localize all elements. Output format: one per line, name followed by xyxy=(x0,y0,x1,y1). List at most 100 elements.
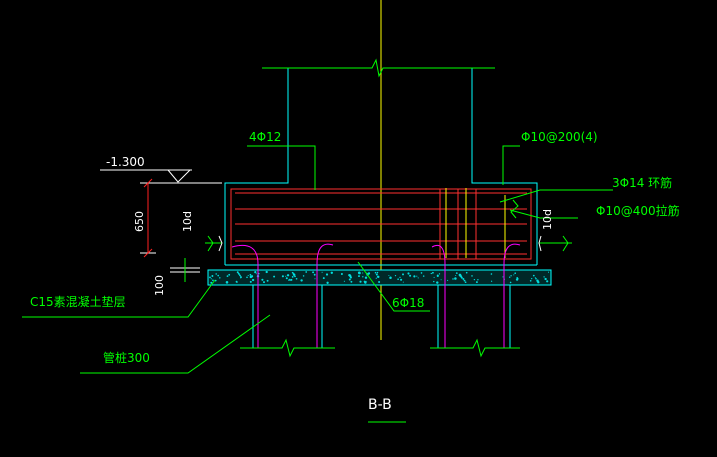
gravel-dot xyxy=(455,272,458,274)
dimension-650 xyxy=(140,178,222,258)
label-dim-cushion: 100 xyxy=(153,275,166,296)
gravel-dot xyxy=(357,271,361,275)
gravel-dot xyxy=(263,281,265,284)
gravel-dot xyxy=(246,276,248,279)
gravel-dot xyxy=(249,280,252,283)
gravel-dot xyxy=(433,280,435,283)
gravel-dot xyxy=(547,271,550,273)
gravel-dot xyxy=(417,277,419,279)
gravel-dot xyxy=(209,276,211,279)
gravel-dot xyxy=(295,277,298,280)
gravel-dot xyxy=(400,278,403,281)
label-stirrups-column: Φ10@200(4) xyxy=(521,130,598,144)
gravel-dot xyxy=(436,274,439,277)
gravel-dot xyxy=(490,280,493,282)
gravel-dot xyxy=(228,273,231,276)
gravel-dot xyxy=(322,277,325,280)
gravel-dot xyxy=(261,278,264,281)
gravel-dot xyxy=(531,277,533,280)
gravel-dot xyxy=(254,271,257,274)
gravel-dot xyxy=(286,274,289,277)
label-dim-cover-left: 10d xyxy=(181,211,194,232)
gravel-dot xyxy=(265,270,268,274)
label-dim-height: 650 xyxy=(133,211,146,232)
gravel-dot xyxy=(219,277,221,279)
gravel-dot xyxy=(313,273,316,276)
gravel-dot xyxy=(514,272,517,275)
gravel-dot xyxy=(447,279,449,281)
gravel-dot xyxy=(377,275,380,278)
gravel-dot xyxy=(515,278,519,281)
gravel-dot xyxy=(291,275,294,278)
label-dim-cover-right: 10d xyxy=(541,209,554,230)
gravel-dot xyxy=(250,275,254,278)
gravel-dot xyxy=(546,280,549,283)
gravel-dot xyxy=(266,279,269,282)
dimension-10d-left xyxy=(205,235,223,252)
label-tie-bars: Φ10@400拉筋 xyxy=(596,203,680,218)
gravel-dot xyxy=(340,272,343,276)
dimension-100 xyxy=(170,258,200,282)
gravel-dot xyxy=(534,277,536,279)
section-title: B-B xyxy=(368,397,392,413)
gravel-dot xyxy=(376,271,379,274)
gravel-dot xyxy=(249,273,252,276)
cushion-gravel xyxy=(209,270,550,284)
pile-right xyxy=(431,243,521,348)
gravel-dot xyxy=(294,275,296,278)
gravel-dot xyxy=(214,279,217,282)
gravel-dot xyxy=(375,273,378,276)
gravel-dot xyxy=(364,276,368,279)
gravel-dot xyxy=(416,275,418,277)
gravel-dot xyxy=(471,275,473,277)
gravel-dot xyxy=(288,279,290,281)
gravel-dot xyxy=(513,274,515,276)
gravel-dot xyxy=(314,278,316,280)
gravel-dot xyxy=(362,272,364,274)
gravel-dot xyxy=(460,276,463,279)
gravel-dot xyxy=(273,275,276,278)
gravel-dot xyxy=(510,275,512,277)
gravel-dot xyxy=(325,273,329,276)
gravel-dot xyxy=(433,276,435,278)
gravel-dot xyxy=(409,274,412,277)
gravel-dot xyxy=(535,277,537,280)
gravel-dot xyxy=(305,271,308,273)
gravel-dot xyxy=(236,281,238,283)
pile-left xyxy=(231,243,334,348)
gravel-dot xyxy=(464,281,467,284)
gravel-dot xyxy=(358,275,360,278)
label-cushion: C15素混凝土垫层 xyxy=(30,294,126,309)
gravel-dot xyxy=(302,275,305,277)
gravel-dot xyxy=(375,277,377,279)
gravel-dot xyxy=(452,278,454,280)
gravel-dot xyxy=(454,277,457,280)
label-column-bars: 4Φ12 xyxy=(249,130,281,144)
gravel-dot xyxy=(529,279,532,282)
gravel-dot xyxy=(473,278,476,281)
rebar-cage xyxy=(230,188,532,260)
gravel-dot xyxy=(402,281,404,283)
gravel-dot xyxy=(240,276,242,278)
gravel-dot xyxy=(509,281,512,284)
gravel-dot xyxy=(502,276,504,278)
gravel-dot xyxy=(397,278,399,281)
gravel-dot xyxy=(225,281,229,284)
gravel-dot xyxy=(477,279,479,281)
gravel-dot xyxy=(285,275,287,277)
gravel-dot xyxy=(378,280,381,284)
gravel-dot xyxy=(326,281,329,284)
gravel-dot xyxy=(536,279,539,283)
gravel-dot xyxy=(292,273,296,276)
gravel-dot xyxy=(432,271,434,274)
gravel-dot xyxy=(300,279,303,282)
dimension-10d-right xyxy=(538,235,572,252)
gravel-dot xyxy=(509,276,511,278)
gravel-dot xyxy=(465,271,468,274)
gravel-dot xyxy=(247,275,249,277)
gravel-dot xyxy=(430,272,432,275)
gravel-dot xyxy=(490,273,493,275)
gravel-dot xyxy=(543,276,545,278)
gravel-dot xyxy=(348,278,351,281)
